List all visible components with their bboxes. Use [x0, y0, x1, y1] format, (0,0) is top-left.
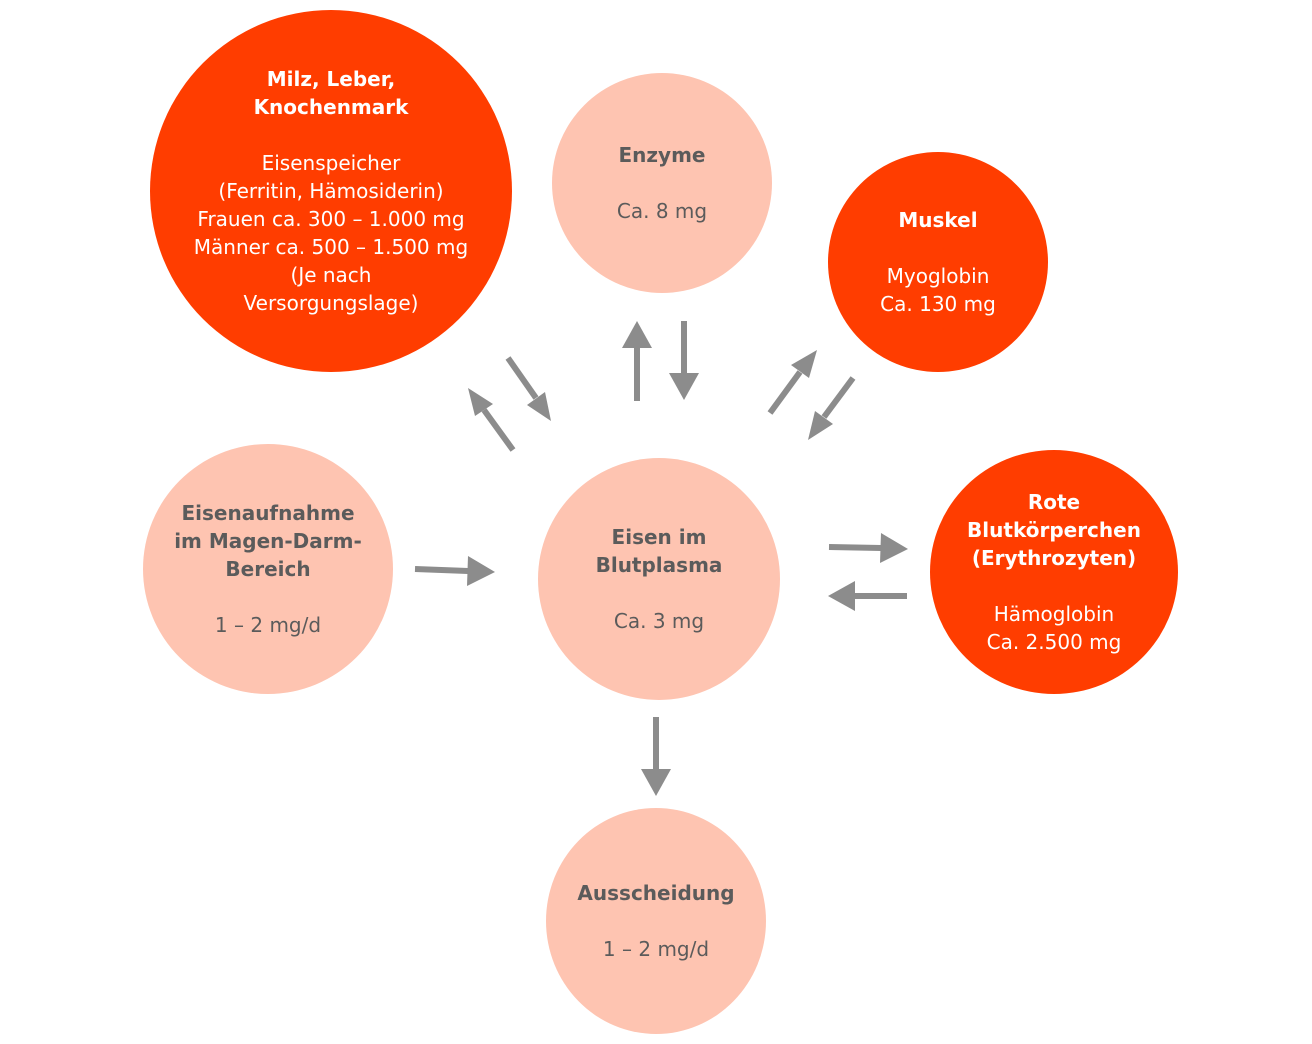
arrow-erythrocytes-to-plasma: [828, 581, 907, 611]
node-excretion-title: Ausscheidung: [577, 881, 735, 905]
arrow-muscle-to-plasma: [808, 376, 856, 440]
node-excretion: Ausscheidung 1 – 2 mg/d: [546, 808, 766, 1034]
arrow-plasma-to-enzymes: [622, 321, 652, 401]
node-muscle: Muskel Myoglobin Ca. 130 mg: [828, 152, 1048, 372]
node-iron-storage-title: Milz, Leber, Knochenmark: [253, 67, 409, 119]
node-erythrocytes: Rote Blutkörperchen (Erythrozyten) Hämog…: [930, 450, 1178, 694]
node-blood-plasma: Eisen im Blutplasma Ca. 3 mg: [538, 458, 780, 700]
arrow-enzymes-to-plasma: [669, 321, 699, 400]
node-iron-intake: Eisenaufnahme im Magen-Darm- Bereich 1 –…: [143, 444, 393, 694]
node-iron-storage: Milz, Leber, Knochenmark Eisenspeicher (…: [150, 10, 512, 372]
arrow-plasma-to-storage: [468, 388, 516, 452]
node-iron-storage-body: Eisenspeicher (Ferritin, Hämosiderin) Fr…: [193, 151, 469, 315]
node-enzymes-title: Enzyme: [618, 143, 706, 167]
node-blood-plasma-title: Eisen im Blutplasma: [595, 525, 723, 577]
node-enzymes-body: Ca. 8 mg: [616, 199, 708, 223]
node-erythrocytes-body: Hämoglobin Ca. 2.500 mg: [986, 602, 1122, 654]
node-iron-intake-body: 1 – 2 mg/d: [214, 613, 322, 637]
arrow-plasma-to-muscle: [767, 350, 817, 415]
node-enzymes: Enzyme Ca. 8 mg: [552, 73, 772, 293]
node-excretion-body: 1 – 2 mg/d: [602, 937, 710, 961]
node-erythrocytes-title: Rote Blutkörperchen (Erythrozyten): [967, 490, 1141, 570]
arrow-intake-to-plasma: [414, 556, 495, 586]
arrow-plasma-to-excretion: [641, 717, 671, 796]
node-muscle-body: Myoglobin Ca. 130 mg: [880, 264, 996, 316]
node-blood-plasma-body: Ca. 3 mg: [613, 609, 705, 633]
arrow-plasma-to-erythrocytes: [828, 533, 908, 563]
arrow-storage-to-plasma: [505, 356, 551, 421]
node-iron-intake-title: Eisenaufnahme im Magen-Darm- Bereich: [174, 501, 362, 581]
node-muscle-title: Muskel: [898, 208, 978, 232]
